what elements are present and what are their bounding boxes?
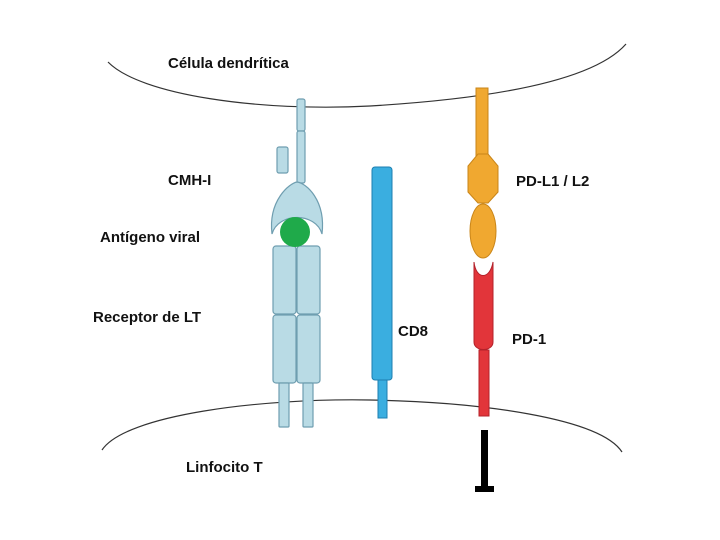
pd-ligand-stem bbox=[475, 87, 489, 157]
label-pd-1: PD-1 bbox=[512, 331, 546, 348]
cd8-tail bbox=[377, 379, 388, 419]
mhc-i-alpha-domain bbox=[296, 130, 306, 184]
pd-ligand bbox=[467, 87, 499, 259]
label-tcr: Receptor de LT bbox=[93, 309, 201, 326]
tcr-beta-tail bbox=[302, 382, 314, 428]
label-t-cell: Linfocito T bbox=[186, 459, 263, 476]
t-cell-membrane bbox=[101, 399, 623, 453]
tcr-alpha-upper bbox=[272, 245, 297, 315]
label-viral-antigen: Antígeno viral bbox=[100, 229, 200, 246]
tcr-beta-lower bbox=[296, 314, 321, 384]
viral-antigen bbox=[280, 217, 310, 247]
tcr-alpha-tail bbox=[278, 382, 290, 428]
label-mhc-i: CMH-I bbox=[168, 172, 211, 189]
inhibitory-signal-icon bbox=[475, 430, 494, 492]
pd-1-tail bbox=[478, 349, 490, 417]
pd-ligand-lower-domain bbox=[469, 203, 497, 259]
beta2-microglobulin bbox=[276, 146, 289, 174]
tcr-alpha-lower bbox=[272, 314, 297, 384]
dendritic-cell-membrane bbox=[107, 43, 627, 108]
label-pd-ligand: PD-L1 / L2 bbox=[516, 173, 589, 190]
tcr-beta-upper bbox=[296, 245, 321, 315]
pd-ligand-octagon-domain bbox=[467, 153, 499, 204]
mhc-i-stem bbox=[296, 98, 306, 132]
pd-1-receptor bbox=[473, 261, 494, 417]
cd8-body bbox=[371, 166, 393, 381]
label-cd8: CD8 bbox=[398, 323, 428, 340]
mhc-tcr-complex bbox=[270, 98, 324, 428]
pd-1-body bbox=[473, 261, 494, 350]
label-dendritic-cell: Célula dendrítica bbox=[168, 55, 290, 72]
